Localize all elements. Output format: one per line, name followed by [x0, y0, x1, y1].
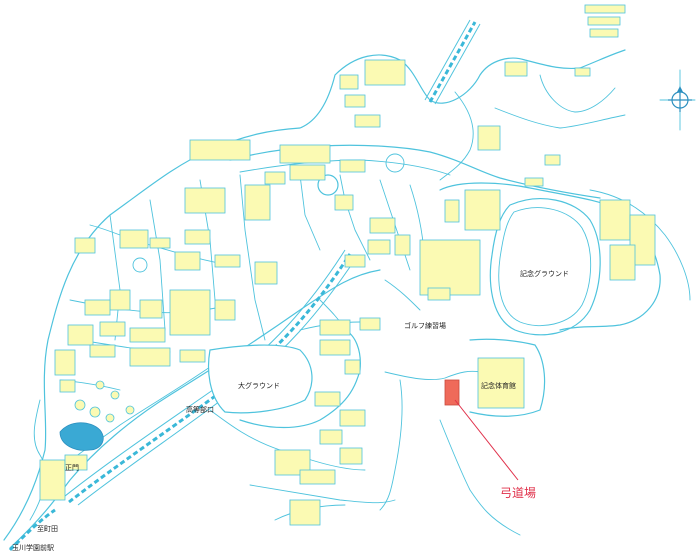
railway: [8, 19, 481, 552]
main-gate-label: 正門: [65, 464, 79, 472]
archery-range-leader-line: [454, 399, 519, 481]
road-network: [3, 49, 696, 549]
big-ground-label: 大グラウンド: [238, 381, 280, 390]
archery-range-highlight: [444, 379, 460, 406]
station-label: 玉川学園前駅: [12, 543, 54, 552]
compass-rose-icon: [668, 86, 692, 112]
nishimachida-label: 至町田: [37, 525, 58, 533]
buildings: [39, 4, 656, 526]
memorial-ground-label: 記念グラウンド: [520, 269, 569, 278]
golf-practice-label: ゴルフ練習場: [404, 321, 446, 330]
memorial-gym-label: 記念体育館: [481, 381, 516, 390]
high-school-gate-label: 高等部口: [186, 405, 214, 414]
archery-range-label: 弓道場: [500, 486, 536, 500]
